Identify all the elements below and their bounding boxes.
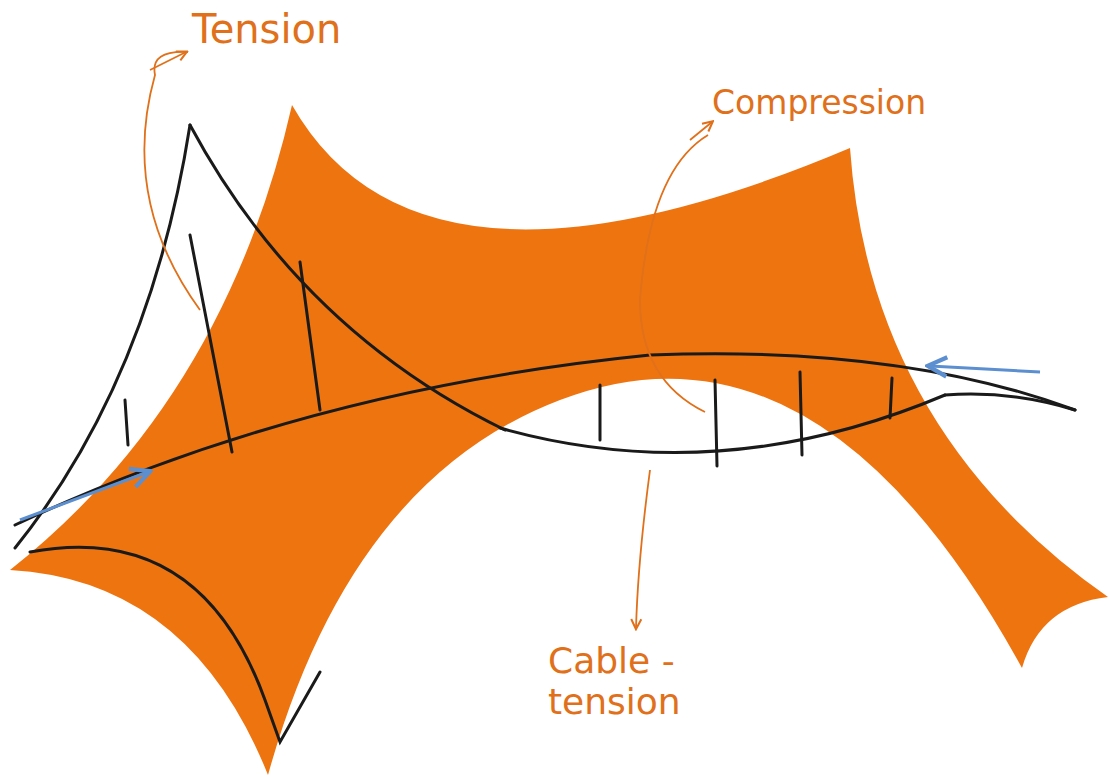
force-arrow	[20, 472, 148, 520]
callout-label: Cable - tension	[548, 640, 718, 723]
deck-cable	[15, 354, 1075, 525]
hanger	[890, 378, 892, 418]
leader-line	[690, 122, 712, 140]
leader-line	[640, 135, 708, 412]
stay-cable	[190, 125, 505, 430]
leader-line	[144, 52, 200, 310]
lower-cable	[500, 395, 945, 452]
hanger	[599, 385, 602, 440]
hanger	[715, 380, 717, 466]
hanger	[125, 400, 128, 445]
membrane	[10, 105, 1108, 775]
callout-label: Tension	[192, 6, 341, 52]
leader-line	[636, 470, 650, 628]
mast-back	[15, 125, 190, 548]
hanger	[800, 372, 802, 455]
force-arrow	[930, 366, 1040, 372]
edge-cable	[30, 547, 320, 742]
force-arrows	[20, 366, 1040, 520]
leader-lines	[144, 52, 712, 628]
sketch-lines	[15, 125, 1075, 742]
hanger	[190, 235, 232, 452]
callout-label: Compression	[712, 84, 926, 122]
leader-line	[150, 52, 186, 70]
right-edge	[945, 394, 1075, 410]
hanger	[300, 262, 320, 410]
